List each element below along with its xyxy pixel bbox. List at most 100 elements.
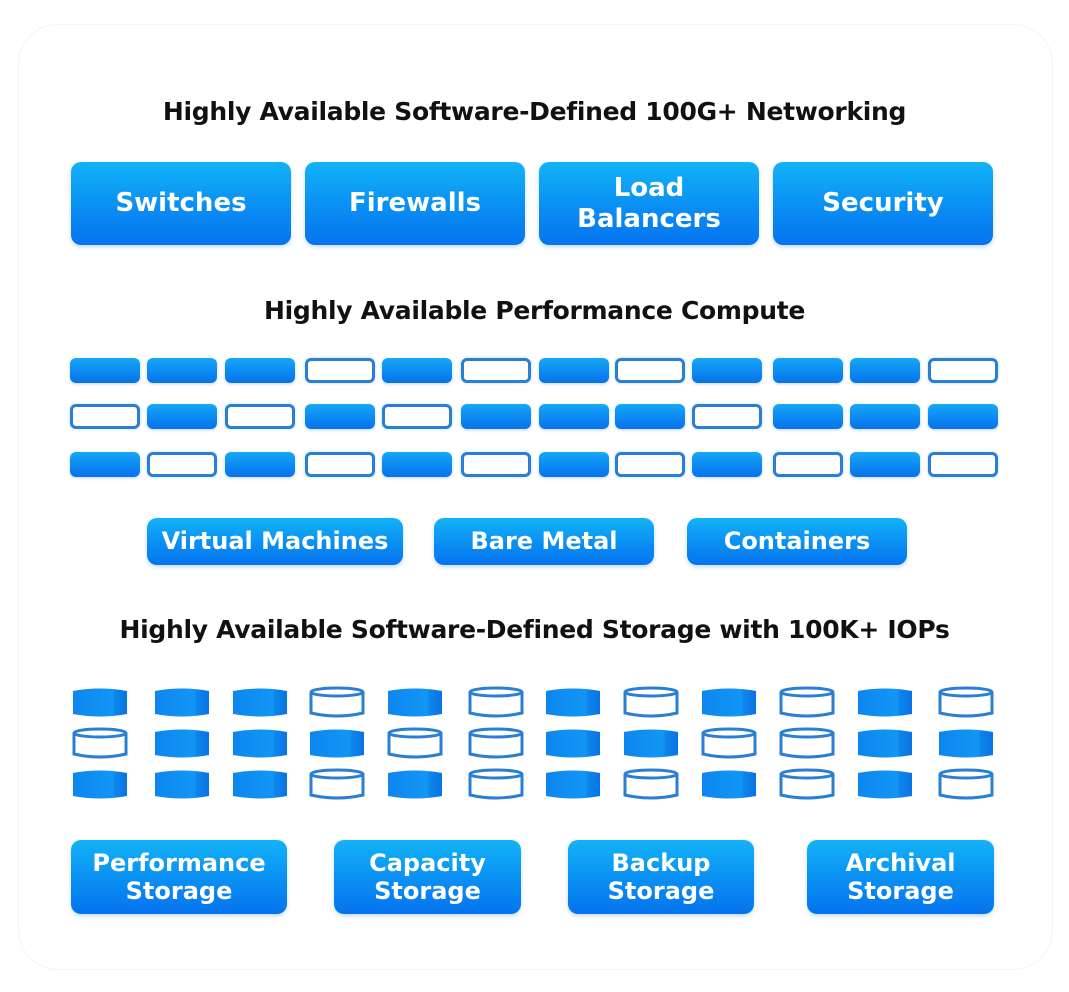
disk-unit-filled (154, 768, 210, 801)
server-unit-filled (539, 404, 609, 429)
disk-unit-outline (623, 686, 679, 719)
server-unit-filled (225, 358, 295, 383)
server-unit-filled (773, 358, 843, 383)
disk-unit-outline (468, 727, 524, 760)
server-unit-outline (928, 358, 998, 383)
server-unit-filled (461, 404, 531, 429)
server-unit-outline (615, 358, 685, 383)
server-unit-outline (147, 452, 217, 477)
load-balancers-label: Load Balancers (577, 172, 721, 234)
database-icon (468, 727, 524, 759)
server-unit-filled (850, 358, 920, 383)
disk-unit-filled (857, 686, 913, 719)
disk-unit-filled (154, 727, 210, 760)
firewalls-box: Firewalls (305, 162, 525, 245)
disk-unit-outline (701, 727, 757, 760)
disk-unit-filled (545, 686, 601, 719)
containers-box: Containers (687, 518, 907, 565)
disk-unit-filled (232, 727, 288, 760)
archival-storage-label: Archival Storage (845, 848, 956, 905)
disk-unit-outline (309, 686, 365, 719)
database-icon (779, 768, 835, 800)
switches-box: Switches (71, 162, 291, 245)
compute-title: Highly Available Performance Compute (263, 296, 806, 325)
disk-unit-outline (72, 727, 128, 760)
server-unit-filled (692, 358, 762, 383)
server-unit-filled (147, 358, 217, 383)
security-box: Security (773, 162, 993, 245)
server-unit-filled (850, 452, 920, 477)
server-unit-filled (773, 404, 843, 429)
database-icon (623, 768, 679, 800)
disk-unit-filled (72, 768, 128, 801)
backup-storage-label: Backup Storage (607, 848, 715, 905)
disk-unit-outline (938, 768, 994, 801)
database-icon (388, 770, 442, 799)
disk-unit-filled (857, 727, 913, 760)
disk-unit-filled (857, 768, 913, 801)
database-icon (938, 768, 994, 800)
database-icon (468, 768, 524, 800)
server-unit-filled (615, 404, 685, 429)
database-icon (858, 688, 912, 717)
disk-unit-outline (779, 727, 835, 760)
disk-unit-outline (623, 768, 679, 801)
database-icon (73, 688, 127, 717)
disk-unit-outline (468, 768, 524, 801)
disk-unit-filled (309, 727, 365, 760)
database-icon (858, 729, 912, 758)
networking-title: Highly Available Software-Defined 100G+ … (162, 97, 907, 126)
server-unit-filled (382, 452, 452, 477)
backup-storage-box: Backup Storage (568, 840, 754, 914)
server-unit-outline (928, 452, 998, 477)
database-icon (624, 729, 678, 758)
server-unit-outline (382, 404, 452, 429)
disk-unit-filled (387, 686, 443, 719)
database-icon (779, 686, 835, 718)
disk-unit-outline (779, 686, 835, 719)
database-icon (155, 729, 209, 758)
server-unit-outline (461, 358, 531, 383)
database-icon (73, 770, 127, 799)
server-unit-filled (928, 404, 998, 429)
database-icon (309, 768, 365, 800)
server-unit-filled (539, 358, 609, 383)
bare-metal-box: Bare Metal (434, 518, 654, 565)
disk-unit-outline (779, 768, 835, 801)
server-unit-outline (225, 404, 295, 429)
disk-unit-filled (701, 768, 757, 801)
database-icon (623, 686, 679, 718)
database-icon (702, 688, 756, 717)
server-unit-filled (539, 452, 609, 477)
database-icon (546, 688, 600, 717)
database-icon (310, 729, 364, 758)
server-unit-filled (305, 404, 375, 429)
server-unit-outline (461, 452, 531, 477)
server-unit-outline (692, 404, 762, 429)
server-unit-filled (225, 452, 295, 477)
database-icon (468, 686, 524, 718)
database-icon (701, 727, 757, 759)
database-icon (72, 727, 128, 759)
server-unit-filled (70, 358, 140, 383)
server-unit-outline (615, 452, 685, 477)
disk-unit-filled (232, 768, 288, 801)
database-icon (546, 770, 600, 799)
database-icon (233, 729, 287, 758)
disk-unit-filled (232, 686, 288, 719)
performance-storage-label: Performance Storage (92, 848, 266, 905)
database-icon (233, 770, 287, 799)
database-icon (939, 729, 993, 758)
server-unit-outline (305, 452, 375, 477)
archival-storage-box: Archival Storage (807, 840, 994, 914)
disk-unit-filled (545, 768, 601, 801)
disk-unit-filled (701, 686, 757, 719)
disk-unit-filled (154, 686, 210, 719)
server-unit-filled (382, 358, 452, 383)
database-icon (858, 770, 912, 799)
server-unit-filled (692, 452, 762, 477)
performance-storage-box: Performance Storage (71, 840, 287, 914)
disk-unit-filled (623, 727, 679, 760)
database-icon (155, 770, 209, 799)
disk-unit-outline (938, 686, 994, 719)
